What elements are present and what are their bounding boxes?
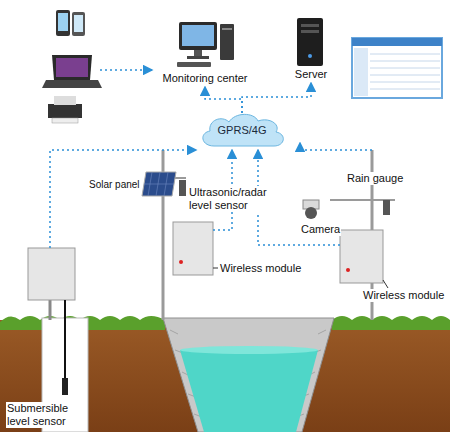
monitoring-center: Monitoring center (155, 20, 255, 85)
computer-icon (175, 20, 235, 72)
node-label: Server (283, 68, 339, 81)
part-label: Ultrasonic/radar level sensor (188, 186, 276, 212)
part-label: Solar panel (88, 178, 141, 191)
data-link-arrow (242, 83, 311, 113)
part-label: Wireless module (219, 262, 302, 275)
node-label: Monitoring center (155, 72, 255, 85)
part-label: Rain gauge (346, 172, 404, 185)
network-cloud: GPRS/4G (196, 112, 288, 148)
server-node: Server (283, 16, 339, 81)
part-label: Camera (300, 223, 341, 236)
data-link-arrow (205, 87, 242, 113)
part-label: Wireless module (362, 289, 445, 302)
server-icon (283, 16, 343, 68)
cloud-label: GPRS/4G (196, 112, 288, 148)
part-label: Submersible level sensor (6, 402, 80, 428)
